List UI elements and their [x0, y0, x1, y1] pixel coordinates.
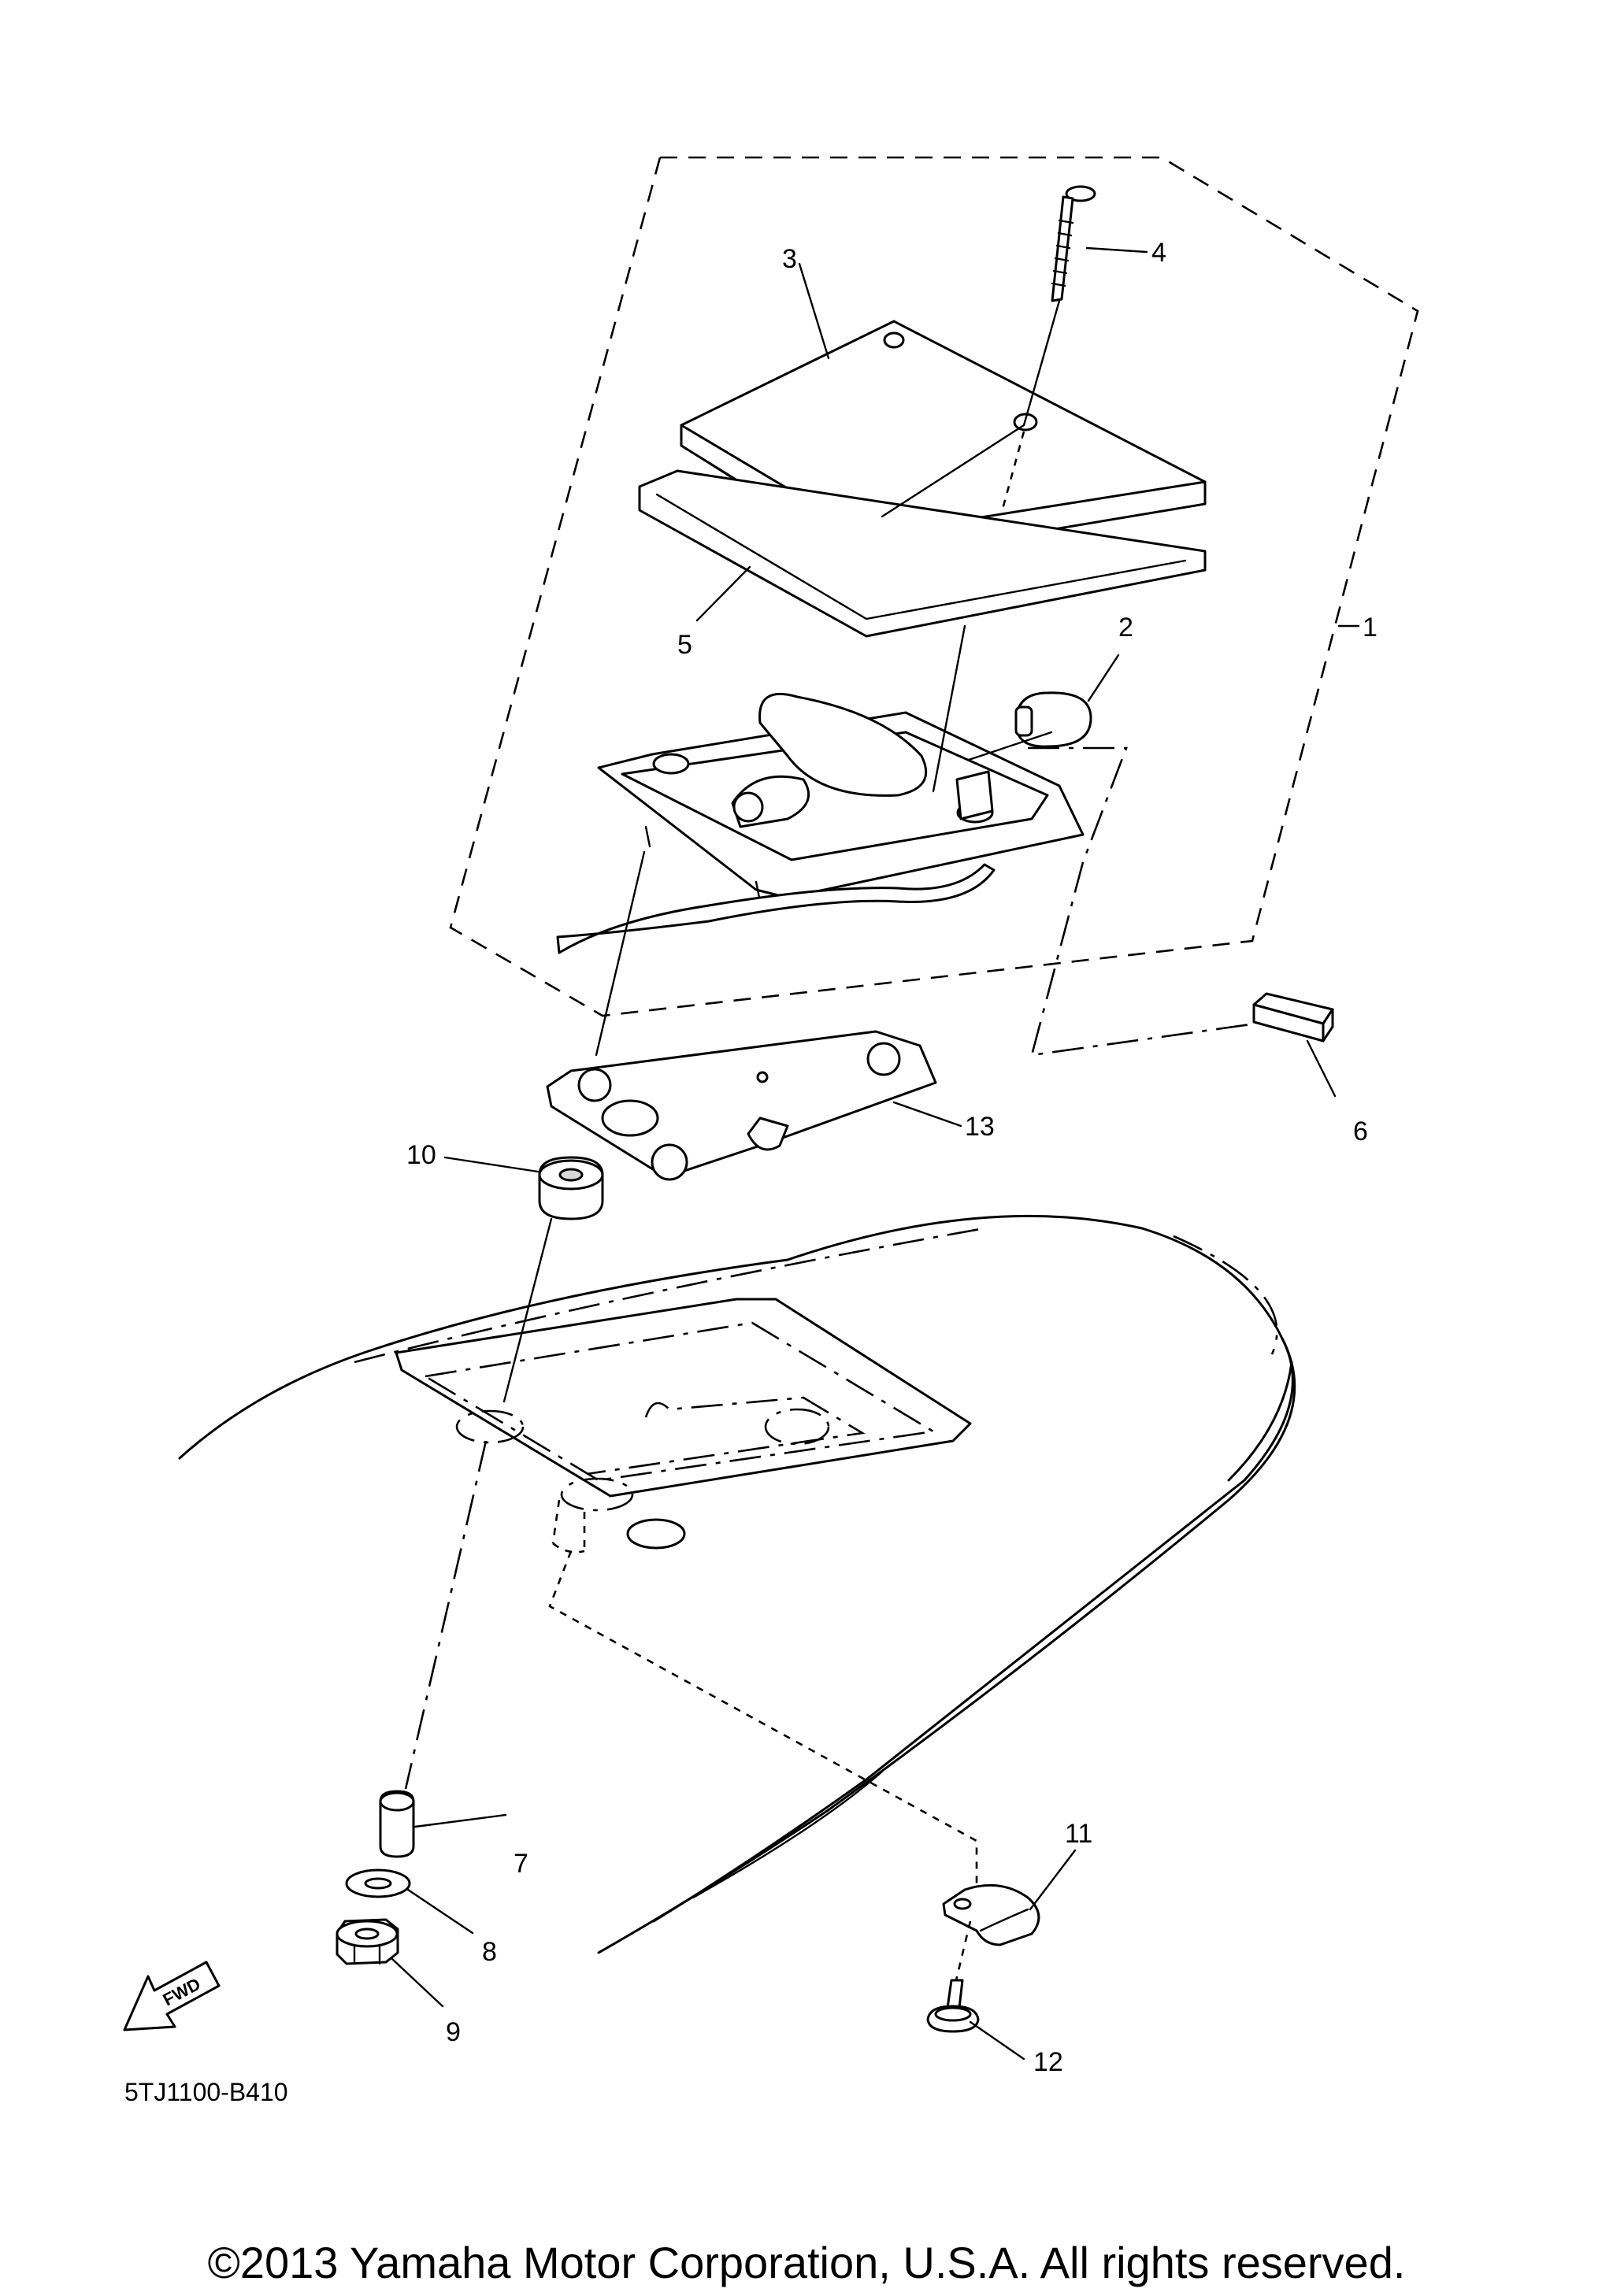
washer-part-8 [345, 1868, 411, 1898]
lamp-wire [556, 863, 996, 954]
callout-13: 13 [965, 1112, 995, 1142]
callout-10: 10 [406, 1140, 436, 1170]
rear-fender-body [178, 1214, 1296, 1954]
callout-7: 7 [514, 1849, 528, 1879]
seat-recess [395, 1298, 972, 1554]
copyright-notice: ©2013 Yamaha Motor Corporation, U.S.A. A… [208, 2238, 1406, 2287]
assembly-boundary [449, 156, 1419, 1017]
callout-12: 12 [1033, 2047, 1063, 2077]
collar-part-7 [379, 1790, 415, 1858]
callout-1: 1 [1363, 613, 1378, 643]
label-part-6 [1252, 992, 1334, 1042]
callout-6: 6 [1353, 1117, 1368, 1146]
diagram-code: 5TJ1100-B410 [124, 2078, 288, 2106]
grommet-part-10 [538, 1156, 604, 1220]
installation-lines [404, 299, 1257, 1981]
callout-5: 5 [677, 630, 692, 660]
screw-part-12 [926, 1979, 980, 2033]
clamp-part-11 [942, 1883, 1040, 1946]
bulb-part-2 [1014, 691, 1092, 748]
callout-2: 2 [1118, 613, 1133, 643]
gasket-part-5 [638, 469, 1207, 638]
callout-4: 4 [1151, 238, 1166, 268]
callout-numbers: 1 2 3 4 5 6 7 8 9 10 11 12 13 [406, 238, 1378, 2077]
nut-part-9 [336, 1918, 399, 1965]
callout-3: 3 [782, 244, 797, 274]
callout-11: 11 [1065, 1819, 1092, 1849]
callout-8: 8 [482, 1937, 497, 1967]
bracket-part-13 [546, 1030, 937, 1181]
lamp-housing [597, 693, 1085, 903]
callout-leaders [391, 246, 1360, 2061]
screw-part-4 [1051, 185, 1096, 302]
callout-9: 9 [446, 2017, 461, 2047]
fwd-arrow-icon: FWD [123, 1961, 221, 2031]
